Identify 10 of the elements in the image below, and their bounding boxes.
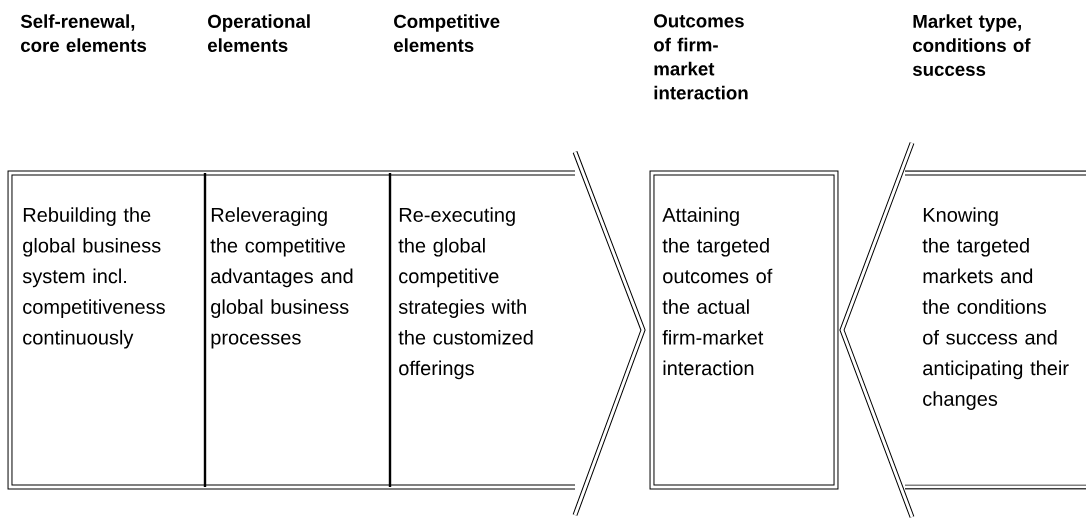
band-cell: Releveraging the competitive advantages and global business processes: [210, 173, 392, 487]
column-heading: Operational elements: [208, 14, 310, 52]
column-heading: Market type, conditions of success: [912, 14, 1031, 76]
framed-box: Attaining the targeted outcomes of the actual firm-market interaction: [649, 170, 839, 490]
notched-box: Knowing the targeted markets and the conditions of success and anticipating their changes: [839, 142, 1086, 518]
column-heading: Outcomes of firm-market interaction: [654, 14, 748, 100]
chevron-cell: Re-executing the global competitive strategies with the customized offerings: [398, 151, 646, 516]
column-heading: Self-renewal, core elements: [20, 14, 147, 52]
column-heading: Competitive elements: [394, 14, 500, 52]
band-cell: Rebuilding the global business system incl. competitiveness continuously: [22, 173, 207, 487]
